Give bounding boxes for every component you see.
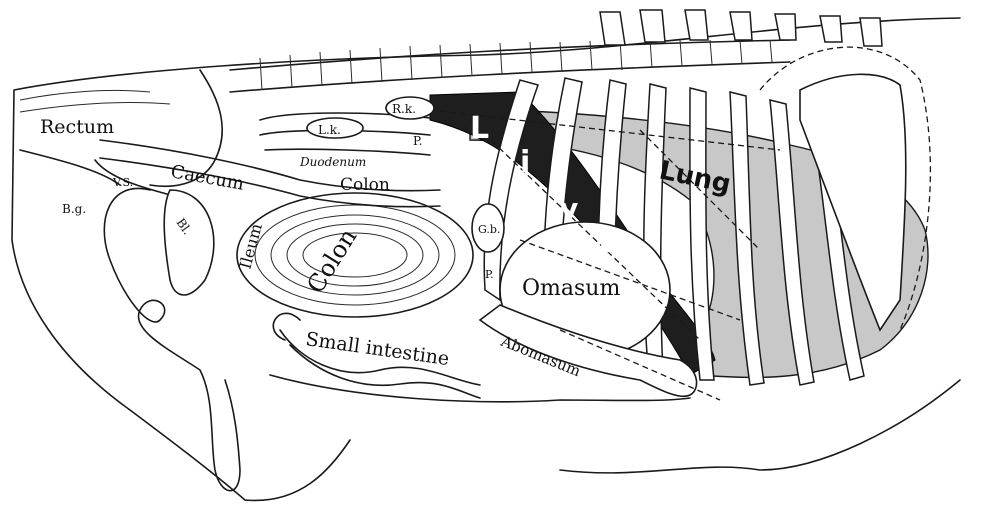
label-caecum: Caecum <box>169 161 245 195</box>
bladder <box>164 190 214 295</box>
label-left-kidney: L.k. <box>318 123 341 137</box>
label-small-intestine: Small intestine <box>304 328 450 370</box>
label-vesicula-seminalis: V.S. <box>112 176 133 189</box>
label-right-kidney: R.k. <box>392 102 416 116</box>
label-colon-upper: Colon <box>340 175 390 195</box>
label-pancreas-lower: P. <box>485 268 494 281</box>
label-liver-letter-2: i <box>520 145 530 180</box>
tail-root <box>20 90 170 112</box>
label-pancreas-upper: P. <box>413 134 422 148</box>
label-liver-letter-4: e <box>600 229 618 259</box>
label-omasum: Omasum <box>522 276 620 301</box>
label-duodenum: Duodenum <box>299 155 366 169</box>
label-liver-letter-5: r <box>638 258 650 286</box>
label-liver-letter-1: L <box>470 111 489 146</box>
label-rectum: Rectum <box>40 116 114 138</box>
spiral-colon <box>237 193 473 317</box>
label-gall-bladder: G.b. <box>478 223 500 236</box>
label-bulbo-urethral-gland: B.g. <box>62 202 86 216</box>
label-liver-letter-3: v <box>560 192 578 225</box>
